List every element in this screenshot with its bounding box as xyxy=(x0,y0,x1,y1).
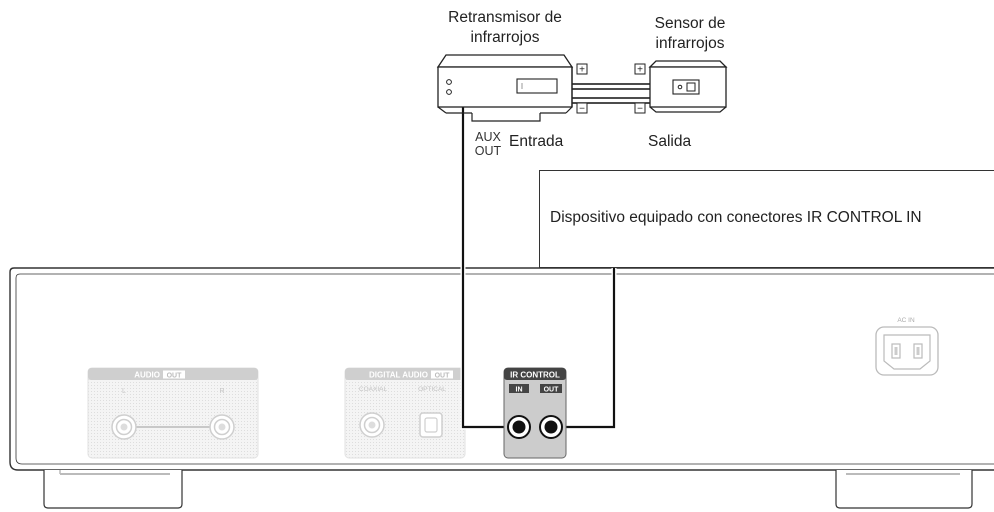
repeater-minus-symbol: − xyxy=(579,104,585,115)
digital-audio-out-section: DIGITAL AUDIO OUT COAXIAL OPTICAL xyxy=(344,367,466,459)
ir-control-section: IR CONTROL IN OUT xyxy=(503,367,567,459)
audio-out-title: AUDIO xyxy=(134,371,160,380)
sensor-minus-symbol: − xyxy=(637,104,643,115)
output-label: Salida xyxy=(648,133,692,150)
ir-repeater-device xyxy=(436,54,574,122)
aux-out-label: AUX OUT xyxy=(474,130,502,158)
ac-in-socket: AC IN xyxy=(875,317,939,376)
optical-label: OPTICAL xyxy=(418,386,446,393)
ir-out-label: OUT xyxy=(544,387,560,394)
coaxial-label: COAXIAL xyxy=(359,386,388,393)
digital-audio-tag: OUT xyxy=(435,373,451,380)
ir-control-title: IR CONTROL xyxy=(510,371,560,380)
ir-in-label: IN xyxy=(516,387,523,394)
audio-r-label: R xyxy=(219,388,224,395)
ac-in-label: AC IN xyxy=(897,317,915,324)
ir-repeater-label: Retransmisor de infrarrojos xyxy=(448,9,562,46)
optical-jack xyxy=(419,412,443,438)
rear-panel xyxy=(9,267,994,471)
left-foot xyxy=(43,470,183,509)
polarity-markers: + − + − xyxy=(576,63,646,115)
ir-control-in-device-box: Dispositivo equipado con conectores IR C… xyxy=(539,170,994,268)
digital-audio-title: DIGITAL AUDIO xyxy=(369,371,428,380)
audio-out-section: AUDIO OUT L R xyxy=(87,367,259,459)
ir-sensor-label: Sensor de infrarrojos xyxy=(654,15,726,52)
cable-ir-out-to-device xyxy=(560,268,616,429)
sensor-plus-symbol: + xyxy=(637,65,643,76)
audio-out-tag: OUT xyxy=(167,373,183,380)
audio-l-label: L xyxy=(122,388,126,395)
repeater-plus-symbol: + xyxy=(579,65,585,76)
input-label: Entrada xyxy=(509,133,564,150)
ir-sensor-device xyxy=(648,60,728,113)
right-foot xyxy=(835,470,973,509)
device-label: Dispositivo equipado con conectores IR C… xyxy=(550,209,922,226)
